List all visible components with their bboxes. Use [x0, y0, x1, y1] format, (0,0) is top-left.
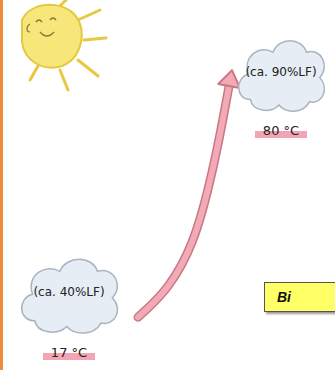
curved-arrow — [138, 70, 240, 317]
temperature-label: 17 °C — [43, 345, 95, 360]
cloud-node: (ca. 40%LF) 17 °C — [12, 246, 126, 361]
cloud-fill — [239, 41, 325, 112]
cloud-node: (ca. 90%LF) 80 °C — [230, 28, 332, 139]
cloud-fill — [22, 259, 118, 333]
humidity-label: (ca. 90%LF) — [245, 65, 316, 79]
temperature-row: 80 °C — [230, 120, 332, 139]
cloud-shape: (ca. 90%LF) — [230, 28, 332, 116]
page-border — [0, 0, 3, 370]
temperature-row: 17 °C — [12, 342, 126, 361]
note-box: Bi — [264, 282, 335, 312]
arrow-outline — [138, 83, 230, 318]
humidity-label: (ca. 40%LF) — [33, 285, 104, 299]
arrow-head — [218, 70, 240, 88]
arrow-shaft — [138, 83, 230, 318]
cloud-shape: (ca. 40%LF) — [12, 246, 126, 338]
sun-drawing — [22, 0, 106, 90]
temperature-label: 80 °C — [255, 123, 307, 138]
note-text: Bi — [265, 289, 291, 305]
